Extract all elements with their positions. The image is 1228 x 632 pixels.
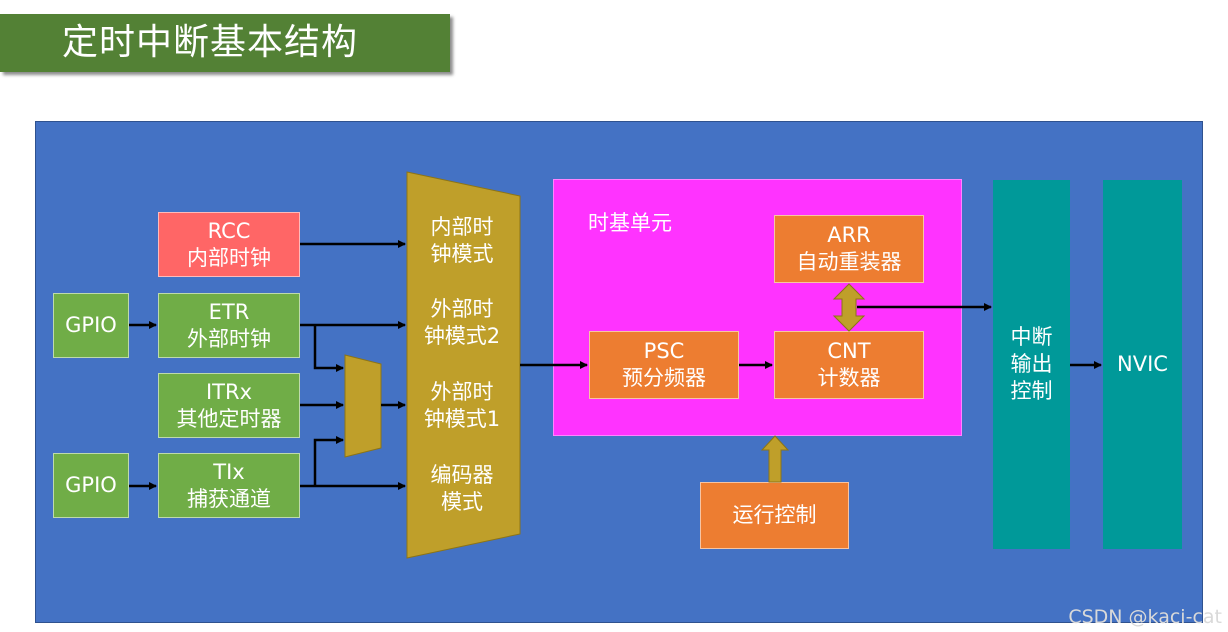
cnt-counter-box: CNT 计数器 bbox=[774, 331, 924, 399]
tix-label: TIx bbox=[213, 459, 245, 484]
arrow-etr-to-selector bbox=[313, 325, 344, 372]
tix-capture-channel-box: TIx 捕获通道 bbox=[158, 453, 300, 518]
gpio-box-1: GPIO bbox=[53, 293, 129, 358]
arrow-tix-to-selector bbox=[313, 436, 344, 486]
interrupt-output-line-1: 中断 bbox=[1010, 325, 1053, 349]
itrx-sublabel: 其他定时器 bbox=[176, 406, 282, 431]
mode-internal-clock-line1: 内部时 bbox=[430, 215, 494, 239]
cnt-sublabel: 计数器 bbox=[817, 366, 881, 390]
clock-mode-mux-shape bbox=[406, 171, 521, 559]
arr-cnt-double-arrow bbox=[832, 283, 866, 332]
run-control-box: 运行控制 bbox=[700, 482, 849, 549]
arr-sublabel: 自动重装器 bbox=[796, 250, 902, 274]
mode-external-clock-1: 外部时 钟模式1 bbox=[412, 379, 512, 433]
itrx-other-timer-box: ITRx 其他定时器 bbox=[158, 373, 300, 438]
etr-label: ETR bbox=[208, 299, 250, 324]
mode-external-clock-1-line2: 钟模式1 bbox=[423, 407, 501, 431]
psc-sublabel: 预分频器 bbox=[622, 366, 706, 390]
watermark: CSDN @kaci-cat bbox=[1068, 606, 1222, 628]
arr-label: ARR bbox=[827, 223, 871, 247]
mode-internal-clock-line2: 钟模式 bbox=[430, 242, 494, 266]
mode-encoder: 编码器 模式 bbox=[412, 462, 512, 516]
gpio-box-2: GPIO bbox=[53, 453, 129, 518]
psc-prescaler-box: PSC 预分频器 bbox=[589, 331, 739, 399]
run-control-up-arrow bbox=[760, 435, 790, 483]
mode-internal-clock: 内部时 钟模式 bbox=[412, 214, 512, 268]
trigger-selector-mux-shape bbox=[344, 354, 382, 458]
mode-external-clock-2: 外部时 钟模式2 bbox=[412, 296, 512, 350]
mode-external-clock-2-line2: 钟模式2 bbox=[423, 324, 501, 348]
mode-encoder-line2: 模式 bbox=[441, 490, 483, 514]
page-title: 定时中断基本结构 bbox=[0, 14, 450, 72]
interrupt-output-line-3: 控制 bbox=[1010, 379, 1053, 403]
interrupt-output-control-box: 中断 输出 控制 bbox=[993, 180, 1070, 549]
nvic-label: NVIC bbox=[1117, 352, 1168, 376]
psc-label: PSC bbox=[643, 339, 685, 363]
nvic-box: NVIC bbox=[1103, 180, 1182, 549]
mode-external-clock-1-line1: 外部时 bbox=[430, 380, 494, 404]
etr-sublabel: 外部时钟 bbox=[187, 326, 271, 351]
rcc-internal-clock-box: RCC 内部时钟 bbox=[158, 212, 300, 277]
tix-sublabel: 捕获通道 bbox=[187, 486, 271, 511]
run-control-label: 运行控制 bbox=[732, 503, 817, 527]
rcc-sublabel: 内部时钟 bbox=[187, 245, 271, 270]
etr-external-clock-box: ETR 外部时钟 bbox=[158, 293, 300, 358]
gpio-label-2: GPIO bbox=[65, 473, 117, 497]
time-base-title: 时基单元 bbox=[588, 211, 672, 235]
arr-auto-reload-box: ARR 自动重装器 bbox=[774, 215, 924, 283]
rcc-label: RCC bbox=[207, 218, 251, 243]
itrx-label: ITRx bbox=[205, 379, 253, 404]
gpio-label-1: GPIO bbox=[65, 313, 117, 337]
mode-external-clock-2-line1: 外部时 bbox=[430, 297, 494, 321]
interrupt-output-line-2: 输出 bbox=[1010, 352, 1053, 376]
mode-encoder-line1: 编码器 bbox=[430, 463, 494, 487]
cnt-label: CNT bbox=[827, 339, 871, 363]
